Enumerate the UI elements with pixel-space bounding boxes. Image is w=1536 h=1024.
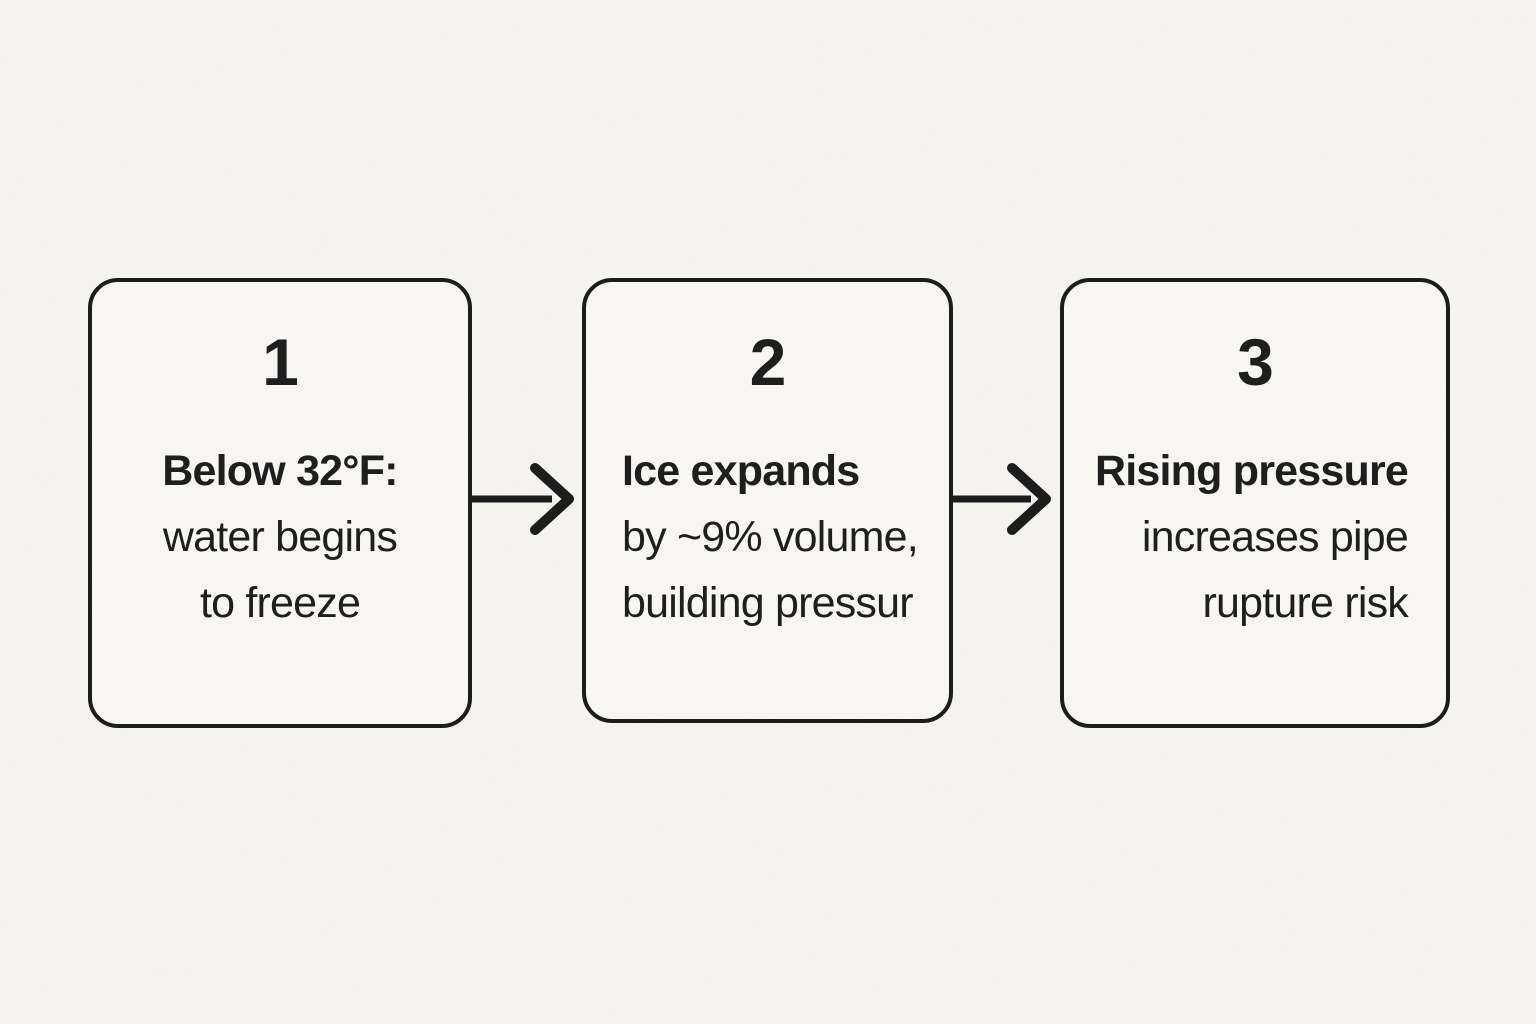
step-heading-2: Ice expands — [622, 447, 860, 495]
step-line2-1: water begins — [162, 513, 398, 561]
step-number-3: 3 — [1237, 325, 1274, 399]
right-arrow-icon — [953, 463, 1051, 535]
step-box-1: 1 Below 32°F: water begins to freeze — [88, 278, 472, 728]
step-line2-2: by ~9% volume, — [622, 513, 919, 561]
step-line2-3: increases pipe — [1141, 513, 1409, 561]
step-heading-1: Below 32°F: — [162, 447, 398, 495]
step-box-2: 2 Ice expands by ~9% volume, building pr… — [582, 278, 953, 723]
step-line3-1: to freeze — [199, 579, 361, 627]
step-number-2: 2 — [749, 325, 787, 399]
step-text-2: Ice expands by ~9% volume, building pres… — [586, 438, 949, 636]
right-arrow-icon — [472, 463, 574, 535]
step-text-3: Rising pressure increases pipe rupture r… — [1064, 438, 1446, 636]
step-number-1: 1 — [262, 325, 299, 399]
step-line3-3: rupture risk — [1202, 579, 1409, 627]
step-heading-3: Rising pressure — [1095, 447, 1409, 495]
step-box-3: 3 Rising pressure increases pipe rupture… — [1060, 278, 1450, 728]
step-line3-2: building pressur — [622, 579, 914, 627]
step-text-1: Below 32°F: water begins to freeze — [92, 438, 468, 636]
